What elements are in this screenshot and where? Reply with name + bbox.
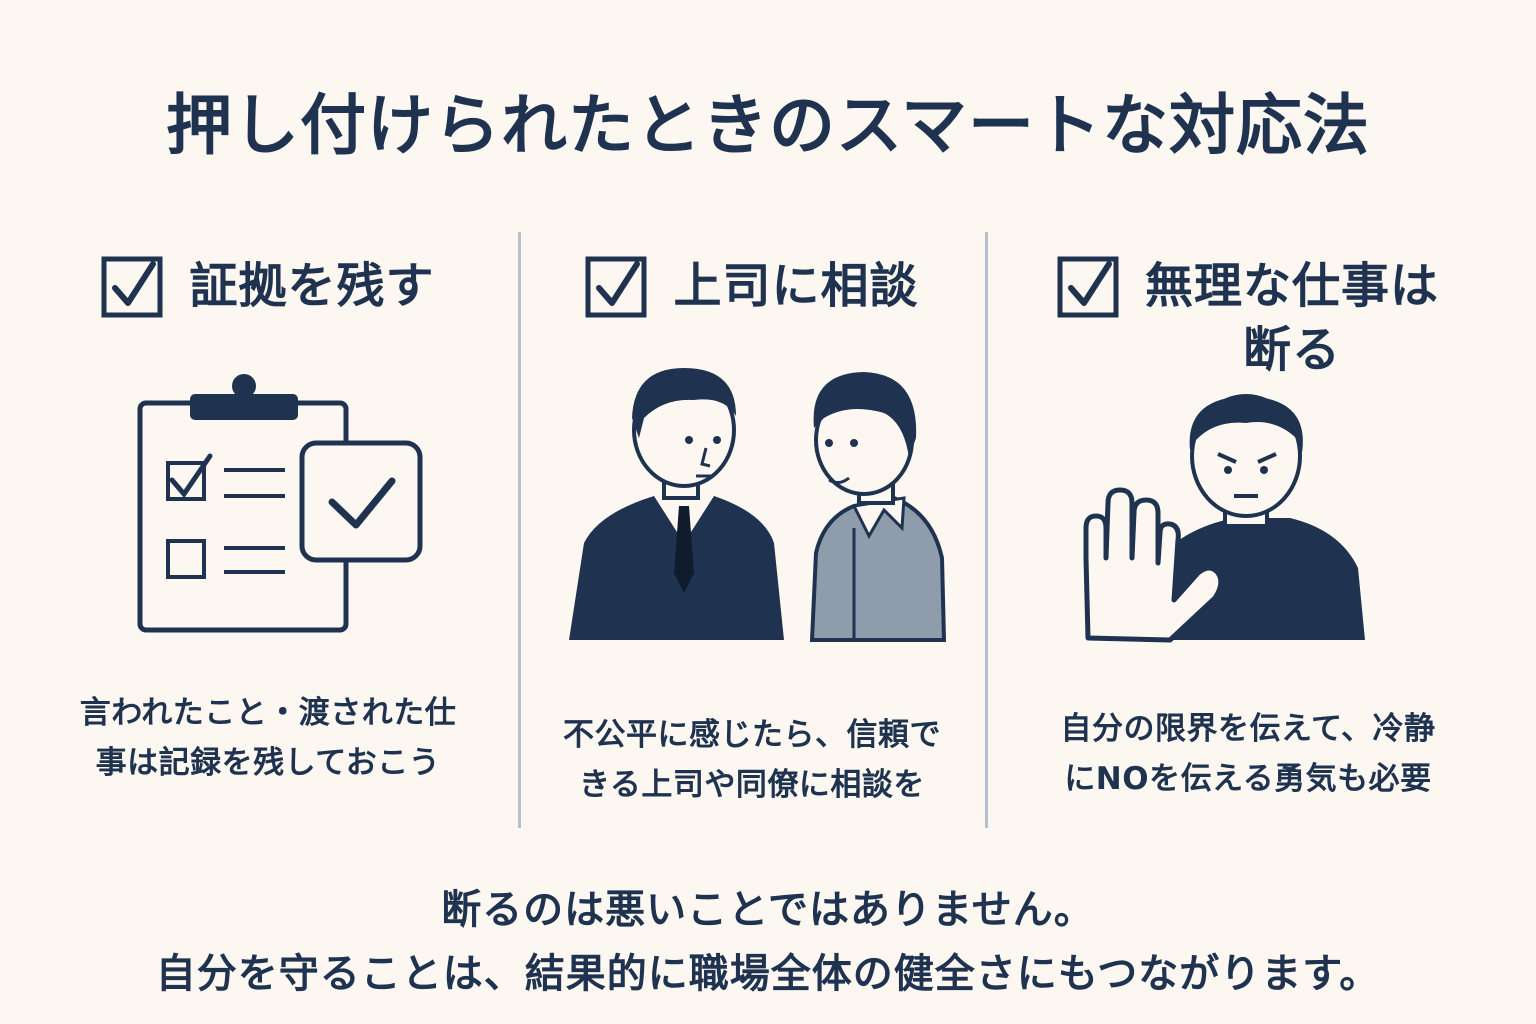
tip-description-line: きる上司や同僚に相談を (579, 767, 925, 803)
tip-description-line: 自分の限界を伝えて、冷静 (1060, 711, 1436, 747)
tip-description-line: 事は記録を残しておこう (95, 745, 441, 781)
tip-heading-row: 証拠を残す (40, 240, 496, 390)
tip-description-line: にNOを伝える勇気も必要 (1064, 761, 1432, 797)
two-people-talking-icon (569, 368, 947, 642)
clipboard-checklist-icon (137, 374, 423, 633)
tip-heading: 無理な仕事は 断る (1145, 254, 1439, 382)
tip-heading-row: 無理な仕事は 断る (1020, 240, 1476, 390)
tip-card-evidence: 証拠を残す 言われたこと・渡された仕 事は記録を残しておこう (40, 240, 496, 830)
tip-heading: 上司に相談 (673, 258, 919, 314)
tip-heading-row: 上司に相談 (524, 240, 980, 390)
column-divider (518, 232, 521, 828)
tip-description-line: 不公平に感じたら、信頼で (563, 717, 941, 753)
checkbox-checked-icon (101, 256, 163, 318)
page-title: 押し付けられたときのスマートな対応法 (165, 87, 1371, 164)
tip-description: 不公平に感じたら、信頼で きる上司や同僚に相談を (524, 710, 980, 810)
tip-card-consult: 上司に相談 不公平に感じたら、信頼で きる上司や同僚に相談を (524, 240, 980, 830)
tip-card-refuse: 無理な仕事は 断る 自分の限界を伝えて、冷静 にNOを伝える勇気も必要 (1020, 240, 1476, 830)
tip-heading-line: 断る (1242, 322, 1341, 378)
column-divider (985, 232, 988, 828)
tip-description-line: 言われたこと・渡された仕 (79, 695, 457, 731)
stop-hand-person-icon (1083, 394, 1365, 643)
tip-heading-line: 無理な仕事は (1144, 258, 1439, 314)
checkbox-checked-icon (585, 256, 647, 318)
tip-description: 言われたこと・渡された仕 事は記録を残しておこう (40, 688, 496, 788)
closing-message: 断るのは悪いことではありません。 自分を守ることは、結果的に職場全体の健全さにも… (0, 878, 1536, 1006)
closing-message-line: 断るのは悪いことではありません。 (441, 887, 1095, 933)
closing-message-line: 自分を守ることは、結果的に職場全体の健全さにもつながります。 (155, 951, 1381, 997)
tip-heading: 証拠を残す (189, 258, 435, 314)
tip-description: 自分の限界を伝えて、冷静 にNOを伝える勇気も必要 (1020, 704, 1476, 804)
checkbox-checked-icon (1057, 256, 1119, 318)
